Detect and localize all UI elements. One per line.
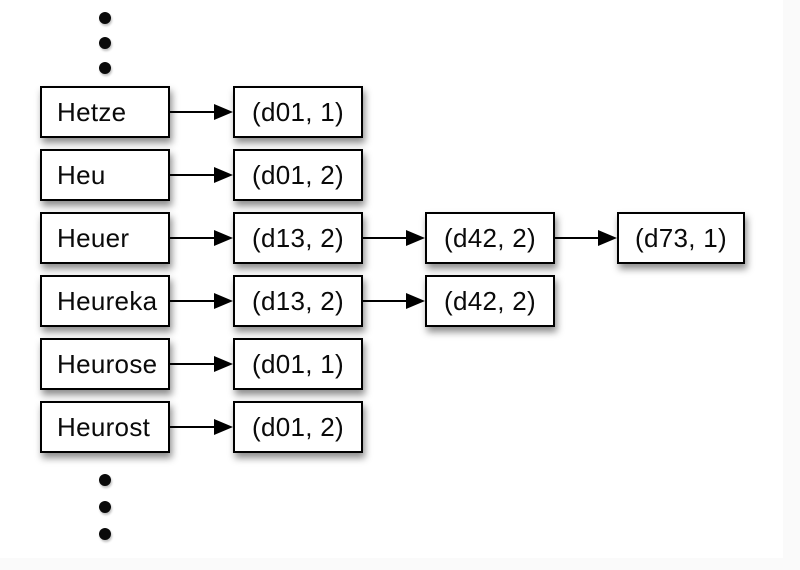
arrow-right-icon (555, 212, 617, 264)
term-box: Heureka (40, 275, 170, 327)
term-box: Heu (40, 149, 170, 201)
arrow-right-icon (363, 275, 425, 327)
arrow-head (406, 230, 425, 246)
arrow-head (214, 230, 233, 246)
ellipsis-dot (99, 12, 111, 24)
arrow-head (214, 167, 233, 183)
term-box: Heurose (40, 338, 170, 390)
ellipsis-dot (99, 501, 111, 513)
index-row-heurose: Heurose (d01, 1) (40, 338, 745, 390)
index-row-heuer: Heuer (d13, 2) (d42, 2) (d73, 1) (40, 212, 745, 264)
ellipsis-top (99, 12, 111, 74)
arrow-right-icon (170, 401, 233, 453)
index-row-heu: Heu (d01, 2) (40, 149, 745, 201)
arrow-head (406, 293, 425, 309)
ellipsis-bottom (99, 474, 111, 540)
ellipsis-dot (99, 37, 111, 49)
arrow-shaft (363, 237, 406, 239)
term-box: Heurost (40, 401, 170, 453)
arrow-right-icon (170, 212, 233, 264)
index-row-heurost: Heurost (d01, 2) (40, 401, 745, 453)
arrow-head (214, 419, 233, 435)
ellipsis-dot (99, 62, 111, 74)
posting-box: (d01, 2) (233, 401, 363, 453)
arrow-shaft (170, 174, 214, 176)
arrow-head (214, 356, 233, 372)
arrow-right-icon (363, 212, 425, 264)
posting-box: (d73, 1) (617, 212, 745, 264)
posting-box: (d42, 2) (425, 212, 555, 264)
inverted-index-rows: Hetze (d01, 1) Heu (d01, 2) Heuer (d13, … (40, 86, 745, 464)
posting-box: (d13, 2) (233, 212, 363, 264)
arrow-shaft (170, 426, 214, 428)
arrow-shaft (170, 363, 214, 365)
arrow-head (214, 104, 233, 120)
arrow-right-icon (170, 149, 233, 201)
arrow-shaft (170, 111, 214, 113)
index-row-hetze: Hetze (d01, 1) (40, 86, 745, 138)
arrow-right-icon (170, 86, 233, 138)
arrow-shaft (363, 300, 406, 302)
index-row-heureka: Heureka (d13, 2) (d42, 2) (40, 275, 745, 327)
arrow-shaft (170, 300, 214, 302)
arrow-right-icon (170, 275, 233, 327)
term-box: Hetze (40, 86, 170, 138)
posting-box: (d13, 2) (233, 275, 363, 327)
arrow-shaft (170, 237, 214, 239)
ellipsis-dot (99, 474, 111, 486)
arrow-head (598, 230, 617, 246)
slide-canvas: Hetze (d01, 1) Heu (d01, 2) Heuer (d13, … (40, 12, 745, 540)
arrow-head (214, 293, 233, 309)
arrow-right-icon (170, 338, 233, 390)
posting-box: (d01, 1) (233, 86, 363, 138)
posting-box: (d42, 2) (425, 275, 555, 327)
arrow-shaft (555, 237, 598, 239)
term-box: Heuer (40, 212, 170, 264)
posting-box: (d01, 1) (233, 338, 363, 390)
ellipsis-dot (99, 528, 111, 540)
posting-box: (d01, 2) (233, 149, 363, 201)
